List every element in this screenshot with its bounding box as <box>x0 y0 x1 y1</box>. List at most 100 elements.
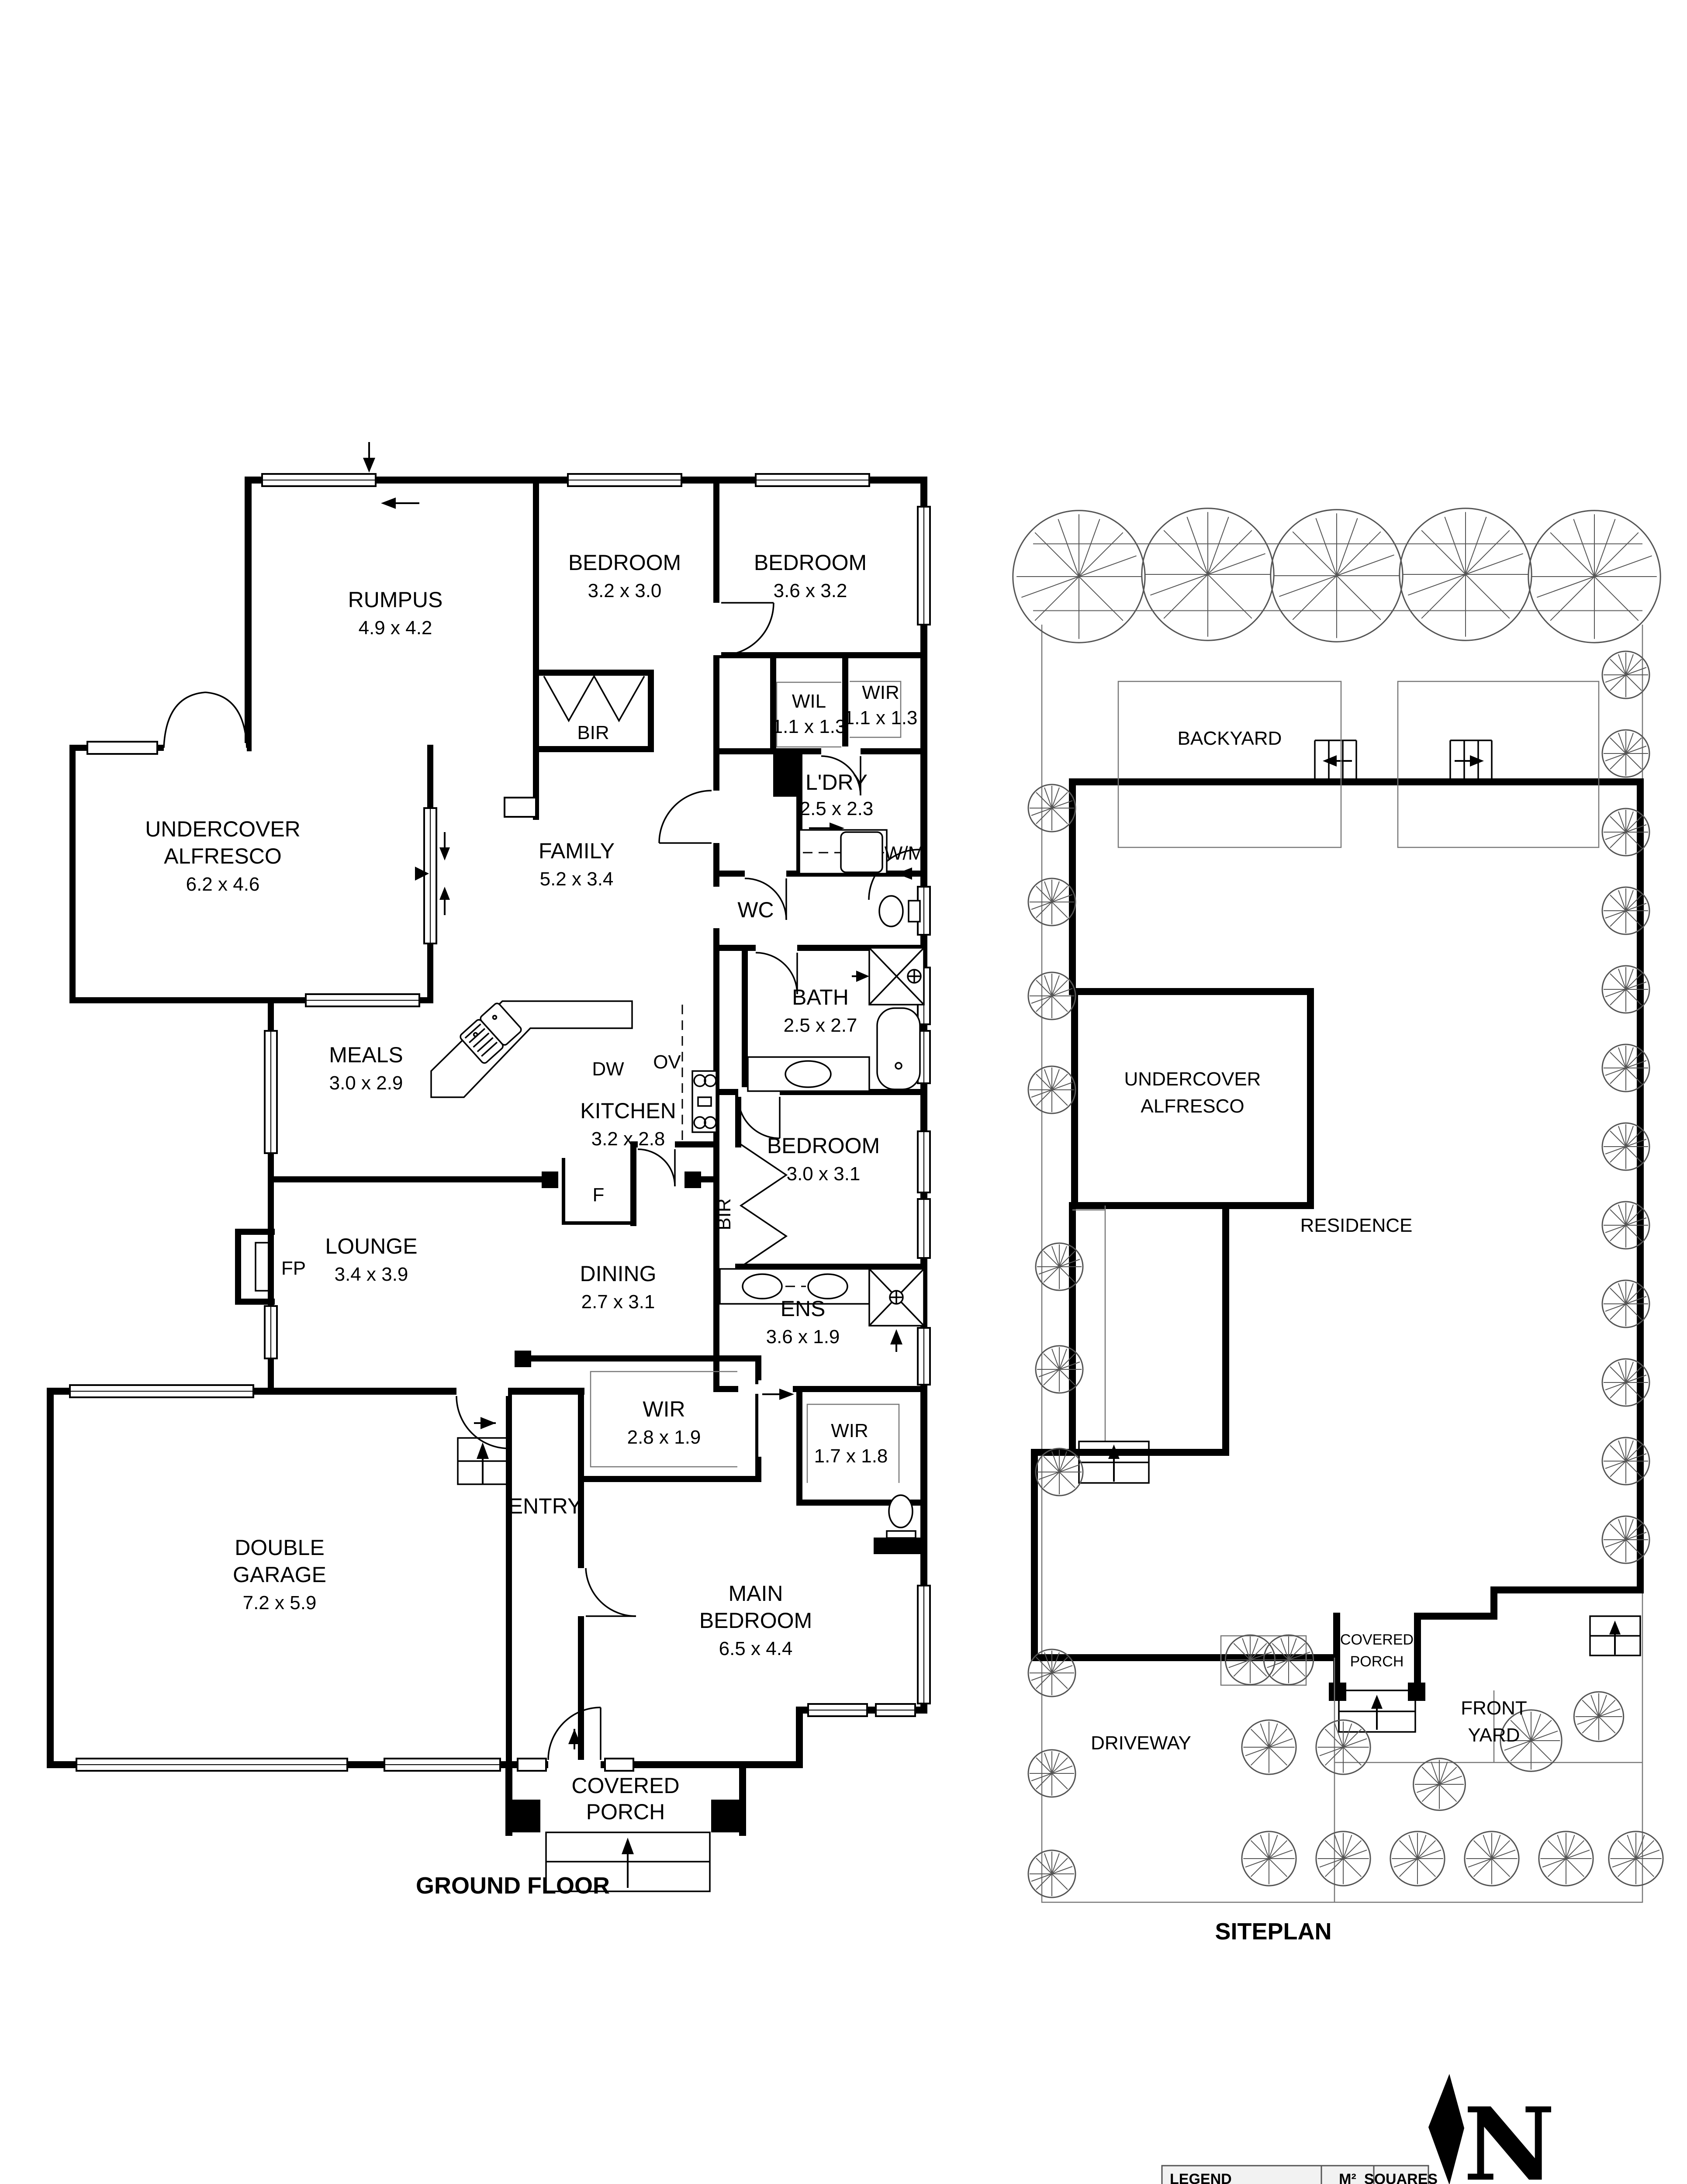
room-dims-bedroom3: 3.0 x 3.1 <box>787 1163 861 1185</box>
site-label-alfresco-1: UNDERCOVER <box>1124 1068 1261 1090</box>
main-wc-toilet <box>886 1494 916 1539</box>
label-bir3: BIR <box>713 1198 735 1230</box>
room-label-alfresco-1: UNDERCOVER <box>145 817 301 841</box>
window <box>917 1327 931 1386</box>
door <box>744 878 787 920</box>
tree-icon <box>1027 784 1076 833</box>
tree-icon <box>1241 1831 1297 1887</box>
cooktop <box>691 1070 717 1133</box>
ens-vanity <box>719 1268 870 1305</box>
room-dims-garage: 7.2 x 5.9 <box>243 1592 317 1614</box>
bathtub <box>876 1007 921 1090</box>
garage-door <box>76 1758 348 1772</box>
window <box>875 1703 916 1717</box>
site-label-front-2: YARD <box>1468 1724 1520 1746</box>
room-label-main-bed-1: MAIN <box>729 1581 783 1606</box>
site-label-backyard: BACKYARD <box>1178 728 1282 749</box>
tree-icon <box>1035 1345 1084 1394</box>
ground-floor-plan: RUMPUS 4.9 x 4.2 BEDROOM 3.2 x 3.0 BEDRO… <box>47 442 931 1899</box>
room-label-family: FAMILY <box>539 839 615 863</box>
kitchen-bench <box>430 1000 683 1141</box>
site-label-driveway: DRIVEWAY <box>1091 1732 1191 1754</box>
room-label-porch-1: COVERED <box>571 1773 679 1798</box>
window <box>504 797 537 818</box>
room-dims-wir-main: 2.8 x 1.9 <box>627 1427 701 1448</box>
windows <box>69 473 931 1772</box>
door <box>821 755 861 796</box>
window <box>264 1305 278 1359</box>
tree-icon <box>1538 1831 1594 1887</box>
front-door <box>547 1707 602 1760</box>
tree-icon <box>1263 1634 1314 1686</box>
double-door <box>163 691 248 748</box>
yard-lines <box>1334 1658 1642 1902</box>
label-f: F <box>593 1184 605 1206</box>
window <box>917 1198 931 1259</box>
room-label-porch-2: PORCH <box>586 1800 665 1824</box>
residence-outline <box>1031 778 1644 1701</box>
north-label: N <box>1463 2086 1555 2184</box>
room-dims-ens: 3.6 x 1.9 <box>766 1326 840 1348</box>
laundry-bench <box>799 829 888 874</box>
room-label-bath: BATH <box>792 985 849 1009</box>
garage-door <box>384 1758 501 1772</box>
bath-shower <box>852 947 925 1006</box>
room-label-wir-main: WIR <box>643 1397 685 1421</box>
tree-icon <box>1027 1849 1076 1898</box>
north-arrow: N <box>1428 2074 1555 2184</box>
room-dims-wir-bed2: 1.1 x 1.3 <box>844 707 918 729</box>
room-labels: RUMPUS 4.9 x 4.2 BEDROOM 3.2 x 3.0 BEDRO… <box>145 550 924 1824</box>
tree-icon <box>1241 1719 1297 1775</box>
kitchen-sink <box>460 1002 522 1064</box>
room-label-bedroom2: BEDROOM <box>754 550 867 575</box>
tree-icon <box>1315 1831 1371 1887</box>
window <box>305 993 420 1007</box>
street-trees <box>1013 508 1660 643</box>
doors <box>163 602 920 1760</box>
tree-icon <box>1608 1831 1664 1887</box>
site-label-front-1: FRONT <box>1461 1697 1527 1719</box>
fireplace <box>255 1242 272 1292</box>
room-label-dining: DINING <box>580 1261 657 1286</box>
rear-gates <box>1314 740 1493 782</box>
north-needle-icon <box>1428 2074 1464 2184</box>
door <box>658 790 712 844</box>
door <box>585 1568 636 1617</box>
room-label-alfresco-2: ALFRESCO <box>164 844 282 868</box>
window <box>567 473 682 487</box>
siteplan-title: SITEPLAN <box>1215 1918 1331 1945</box>
label-ov: OV <box>653 1051 681 1073</box>
tree-icon <box>1601 1279 1650 1328</box>
window <box>261 473 377 487</box>
legend-header-col2: M² <box>1339 2171 1356 2184</box>
tree-icon <box>1601 1122 1650 1171</box>
tree-icon <box>1271 510 1403 642</box>
room-dims-wil: 1.1 x 1.3 <box>772 716 846 737</box>
room-dims-kitchen: 3.2 x 2.8 <box>591 1128 665 1150</box>
room-dims-rumpus: 4.9 x 4.2 <box>359 617 432 639</box>
tree-icon <box>1601 965 1650 1014</box>
wc-toilet <box>878 895 921 927</box>
room-dims-dining: 2.7 x 3.1 <box>581 1291 655 1313</box>
stairs-porch <box>545 1832 711 1892</box>
siteplan-labels: BACKYARD UNDERCOVER ALFRESCO RESIDENCE C… <box>1091 728 1527 1754</box>
label-bir1: BIR <box>577 722 609 743</box>
window <box>917 1585 931 1704</box>
tree-icon <box>1528 511 1660 643</box>
tree-icon <box>1390 1831 1445 1887</box>
tree-icon <box>1027 1749 1076 1798</box>
room-dims-wir-small: 1.7 x 1.8 <box>814 1445 888 1467</box>
door-openings <box>164 603 861 1769</box>
room-dims-bath: 2.5 x 2.7 <box>784 1015 857 1036</box>
tree-icon <box>1601 650 1650 699</box>
robe-doors <box>543 674 788 1268</box>
room-label-garage-1: DOUBLE <box>235 1535 325 1560</box>
door <box>456 1396 509 1449</box>
tree-icon <box>1601 1201 1650 1250</box>
window <box>86 741 158 755</box>
room-dims-bedroom2: 3.6 x 3.2 <box>774 580 847 601</box>
site-porch-steps <box>1220 1634 1416 1733</box>
bath-vanity <box>747 1056 870 1092</box>
backyard-areas <box>1117 681 1600 848</box>
window <box>69 1384 254 1398</box>
